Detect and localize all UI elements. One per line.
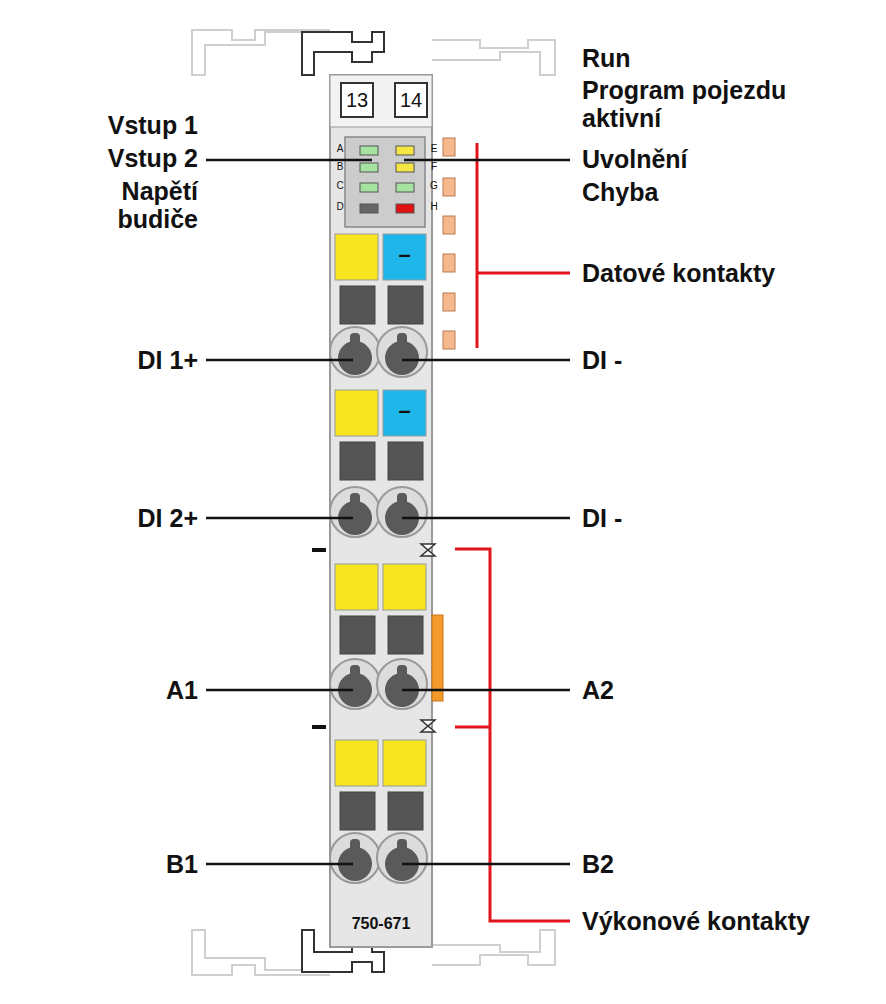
power-contact-mark <box>421 544 435 732</box>
terminal-name: B2 <box>582 850 682 878</box>
led-letter: A <box>335 143 345 154</box>
terminal-block <box>330 740 427 883</box>
terminal-name: DI - <box>582 346 682 374</box>
bracket-label: Výkonové kontakty <box>582 907 882 935</box>
led-panel <box>345 137 425 227</box>
led-letter: D <box>335 201 345 212</box>
leader-line <box>206 160 570 864</box>
terminal-name: DI - <box>582 504 682 532</box>
led-letter: H <box>429 201 439 212</box>
led-letter: F <box>429 161 439 172</box>
label: Vstup 1 <box>48 111 198 139</box>
data-contact <box>443 138 455 349</box>
led <box>360 146 414 213</box>
terminal-name: A2 <box>582 676 682 704</box>
led-letter: G <box>429 180 439 191</box>
terminal-name: DI 1+ <box>98 346 198 374</box>
label: Napětí budiče <box>98 177 198 233</box>
label: Vstup 2 <box>48 144 198 172</box>
terminal-name: B1 <box>98 850 198 878</box>
led-label: Chyba <box>582 178 782 206</box>
terminal-name: A1 <box>98 676 198 704</box>
marker-box: 14 <box>394 82 428 118</box>
bracket <box>455 143 570 921</box>
separator-mark <box>312 550 326 727</box>
part-number: 750-671 <box>345 915 417 933</box>
terminal-name: DI 2+ <box>98 504 198 532</box>
polarity-sign: – <box>383 399 426 424</box>
terminal-block <box>330 564 443 709</box>
terminal-block <box>330 234 427 377</box>
led-label: Run <box>582 44 822 72</box>
marker-box: 13 <box>340 82 374 118</box>
bracket-label: Datové kontakty <box>582 259 882 287</box>
module-housing <box>330 75 432 947</box>
marker-area <box>330 75 432 127</box>
terminal-block <box>330 390 427 537</box>
led-letter: C <box>335 180 345 191</box>
led-label: Program pojezdu aktivní <box>582 76 832 132</box>
marker-number: 13 <box>346 89 368 112</box>
rail-outline <box>192 30 555 975</box>
polarity-sign: – <box>383 243 426 268</box>
marker-number: 14 <box>400 89 422 112</box>
led-label: Uvolnění <box>582 145 782 173</box>
led-letter: E <box>429 143 439 154</box>
led-letter: B <box>335 161 345 172</box>
